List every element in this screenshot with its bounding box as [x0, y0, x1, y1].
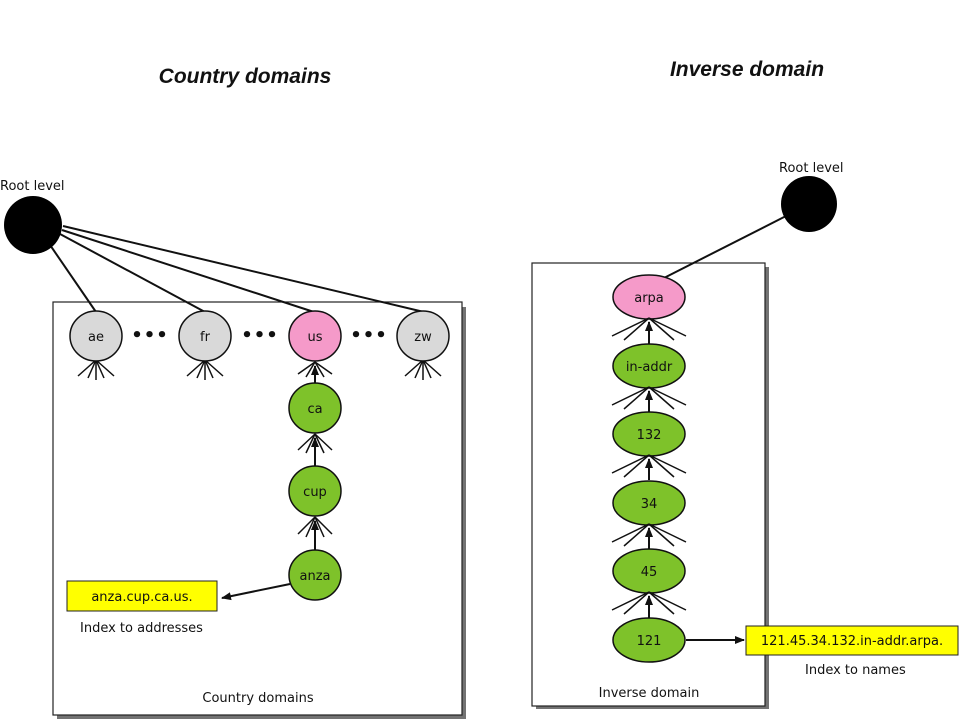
node-ca[interactable]: ca [288, 382, 342, 434]
name-result-caption: Index to names [805, 663, 906, 678]
node-34[interactable]: 34 [612, 480, 686, 526]
country-domains-title: Country domains [159, 65, 332, 88]
right-chain: arpa in-addr 132 34 [611, 274, 745, 663]
node-ca-shape [288, 382, 342, 434]
address-result-caption: Index to addresses [80, 621, 203, 636]
node-ae-shape [69, 310, 123, 362]
node-fr-label: fr [200, 330, 211, 345]
left-chain: ca cup anza [221, 361, 342, 601]
node-arpa-label: arpa [634, 291, 664, 306]
address-result[interactable]: anza.cup.ca.us. [66, 580, 218, 612]
top-level-nodes: ae fr us zw [69, 310, 450, 380]
node-anza-label: anza [300, 569, 331, 584]
node-anza-shape [288, 549, 342, 601]
left-root-label: Root level [0, 179, 65, 194]
node-ae[interactable]: ae [69, 310, 123, 380]
name-result-text: 121.45.34.132.in-addr.arpa. [761, 634, 943, 649]
left-root-node [4, 196, 62, 254]
node-anza[interactable]: anza [288, 549, 342, 601]
node-45[interactable]: 45 [612, 548, 686, 594]
node-in-addr-label: in-addr [626, 360, 673, 375]
node-arpa[interactable]: arpa [612, 274, 686, 320]
node-34-label: 34 [641, 497, 658, 512]
node-132-shape [612, 411, 686, 457]
node-in-addr-shape [612, 343, 686, 389]
node-45-label: 45 [641, 565, 658, 580]
node-us-label: us [307, 330, 322, 345]
node-34-shape [612, 480, 686, 526]
right-root-node [781, 176, 837, 232]
node-cup-label: cup [303, 485, 327, 500]
ellipsis-1: ••• [131, 325, 169, 346]
node-fr-shape [178, 310, 232, 362]
right-root-label: Root level [779, 161, 844, 176]
right-root-edge [659, 214, 789, 281]
node-121-label: 121 [637, 634, 662, 649]
node-132-label: 132 [637, 428, 662, 443]
node-zw[interactable]: zw [396, 310, 450, 380]
panel-frame [52, 301, 463, 716]
left-root-edges [47, 225, 425, 313]
node-132[interactable]: 132 [612, 411, 686, 457]
node-ae-label: ae [88, 330, 104, 345]
node-zw-shape [396, 310, 450, 362]
node-in-addr[interactable]: in-addr [612, 343, 686, 389]
node-zw-label: zw [414, 330, 432, 345]
name-result[interactable]: 121.45.34.132.in-addr.arpa. [745, 625, 959, 656]
node-121-shape [612, 617, 686, 663]
node-us[interactable]: us [288, 310, 342, 362]
ellipsis-2: ••• [241, 325, 279, 346]
name-result-box [745, 625, 959, 656]
inverse-panel-caption: Inverse domain [599, 686, 700, 701]
inverse-domain-title: Inverse domain [670, 58, 824, 81]
node-fr[interactable]: fr [178, 310, 232, 380]
country-domains-panel: Country domains [52, 301, 466, 719]
node-cup[interactable]: cup [288, 465, 342, 517]
node-cup-shape [288, 465, 342, 517]
node-arpa-shape [612, 274, 686, 320]
address-result-text: anza.cup.ca.us. [91, 590, 192, 605]
node-45-shape [612, 548, 686, 594]
node-121[interactable]: 121 [612, 617, 686, 663]
address-result-box [66, 580, 218, 612]
country-panel-caption: Country domains [202, 691, 313, 706]
ellipsis-3: ••• [350, 325, 388, 346]
node-ca-label: ca [307, 402, 322, 417]
node-us-shape [288, 310, 342, 362]
arrow-to-address [221, 583, 291, 601]
